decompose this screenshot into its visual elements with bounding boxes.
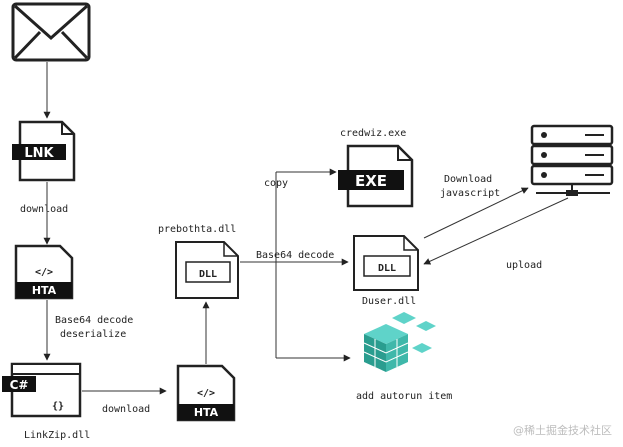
autorun-cube-icon [363,312,436,372]
arrow-server-to-dll [423,197,569,265]
dll-badge-right: DLL [378,263,396,274]
download-js-label-2: javascript [440,188,500,199]
email-icon [11,2,91,62]
b64-deserialize-label-1: Base64 decode [55,315,133,326]
download-label-top: download [20,204,68,215]
autorun-label: add autorun item [356,391,452,402]
hta-file-icon-bottom: </> HTA [176,364,236,422]
dll-badge-left: DLL [199,269,217,280]
arrow-dll-to-server [423,187,529,239]
exe-file-icon: EXE [338,144,414,208]
dll-file-icon-right: DLL [353,235,419,291]
credwiz-label: credwiz.exe [340,128,406,139]
branch-connector [240,168,351,362]
b64-deserialize-label-2: deserialize [60,329,126,340]
braces-icon: {} [52,401,64,412]
lnk-file-icon: LNK [12,120,76,182]
lnk-badge: LNK [24,146,54,161]
hta-badge-bottom: HTA [194,406,219,419]
server-icon [530,124,614,196]
duser-label: Duser.dll [362,296,416,307]
upload-label: upload [506,260,542,271]
cs-badge: C# [10,378,29,392]
csharp-window-icon: C# {} [2,362,82,418]
exe-badge: EXE [355,172,387,190]
prebothta-label: prebothta.dll [158,224,236,235]
copy-label: copy [264,178,288,189]
b64-decode-label: Base64 decode [256,250,334,261]
hta-badge-top: HTA [32,284,57,297]
download-label-bottom: download [102,404,150,415]
linkzip-label: LinkZip.dll [24,430,90,441]
watermark: @稀土掘金技术社区 [513,423,612,437]
download-js-label-1: Download [444,174,492,185]
hta-file-icon-top: </> HTA [14,244,74,300]
code-icon-bottom: </> [197,388,215,399]
dll-file-icon-left: DLL [175,241,239,299]
code-icon-top: </> [35,267,53,278]
